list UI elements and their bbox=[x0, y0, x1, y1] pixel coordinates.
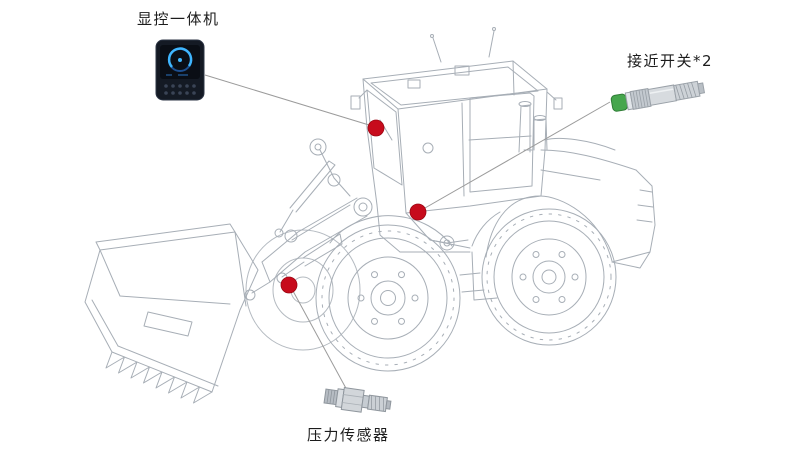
pressure-sensor-image bbox=[323, 387, 392, 413]
display-unit-image bbox=[155, 39, 205, 101]
marker-display-unit-position bbox=[367, 119, 385, 137]
proximity-switch-image bbox=[610, 80, 706, 112]
far-rear-wheel bbox=[471, 211, 501, 247]
boom-linkage bbox=[244, 138, 373, 301]
label-pressure-sensor: 压力传感器 bbox=[307, 426, 390, 444]
leader-line-proximity-switch bbox=[424, 101, 611, 209]
label-display-unit: 显控一体机 bbox=[137, 10, 220, 28]
leader-line-pressure-sensor bbox=[292, 290, 349, 393]
bucket-teeth bbox=[105, 351, 213, 404]
leader-line-display-unit bbox=[204, 74, 370, 126]
marker-pressure-sensor-position bbox=[280, 276, 298, 294]
frame bbox=[329, 204, 498, 301]
bucket bbox=[84, 223, 259, 404]
marker-proximity-switch-position bbox=[409, 203, 427, 221]
label-proximity-switch: 接近开关*2 bbox=[627, 52, 714, 70]
rear-wheel bbox=[481, 208, 617, 346]
far-front-wheel bbox=[245, 229, 361, 351]
front-wheel bbox=[315, 224, 461, 372]
engine-body bbox=[485, 101, 656, 269]
wheel-loader-illustration bbox=[84, 27, 656, 404]
